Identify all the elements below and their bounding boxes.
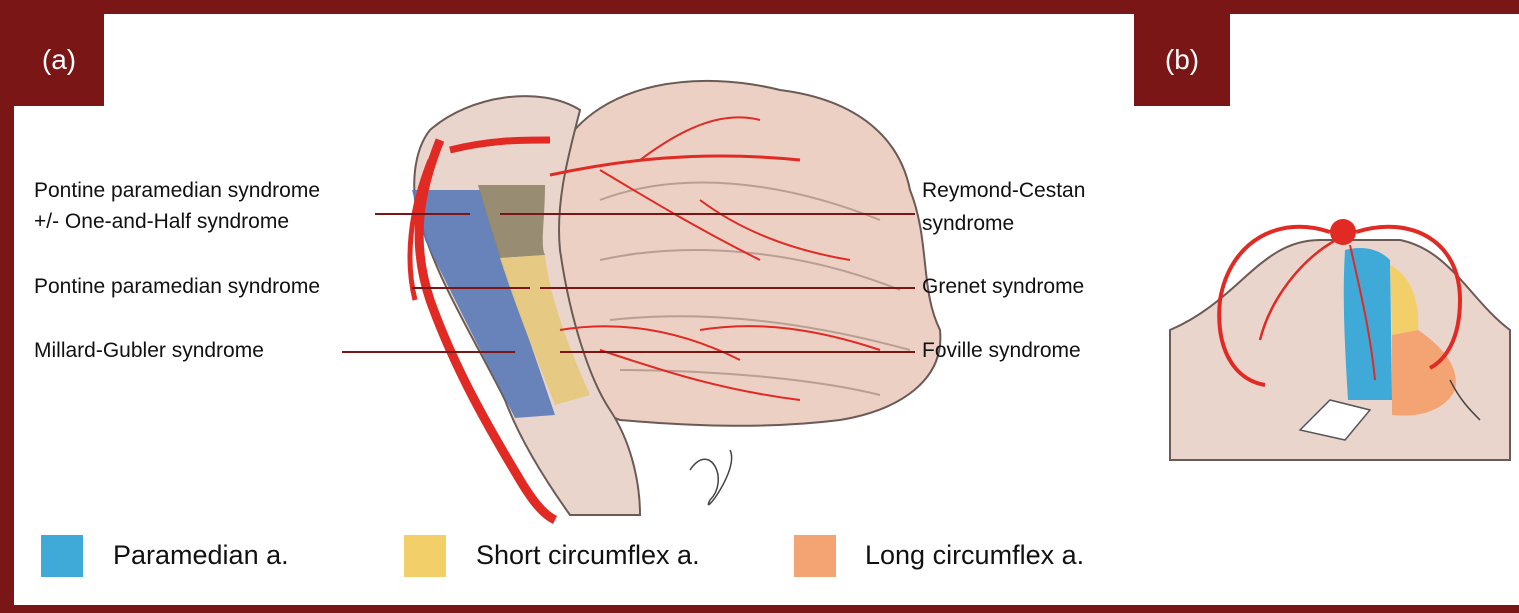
- label-reymond-cestan-syndrome: syndrome: [922, 210, 1014, 238]
- legend-label-long-circumflex: Long circumflex a.: [865, 540, 1084, 571]
- label-one-and-half-syndrome: +/- One-and-Half syndrome: [34, 208, 289, 236]
- label-pontine-paramedian-syndrome-1: Pontine paramedian syndrome: [34, 177, 320, 205]
- label-reymond-cestan: Reymond-Cestan: [922, 177, 1085, 205]
- label-foville-syndrome: Foville syndrome: [922, 337, 1081, 365]
- legend-label-paramedian: Paramedian a.: [113, 540, 289, 571]
- brainstem-lateral-view: [410, 81, 940, 520]
- legend-swatch-long-circumflex: [794, 535, 836, 577]
- label-grenet-syndrome: Grenet syndrome: [922, 273, 1084, 301]
- label-pontine-paramedian-syndrome-2: Pontine paramedian syndrome: [34, 273, 320, 301]
- label-millard-gubler-syndrome: Millard-Gubler syndrome: [34, 337, 264, 365]
- pons-axial-section: [1170, 219, 1510, 460]
- legend-label-short-circumflex: Short circumflex a.: [476, 540, 700, 571]
- legend-swatch-paramedian: [41, 535, 83, 577]
- legend-swatch-short-circumflex: [404, 535, 446, 577]
